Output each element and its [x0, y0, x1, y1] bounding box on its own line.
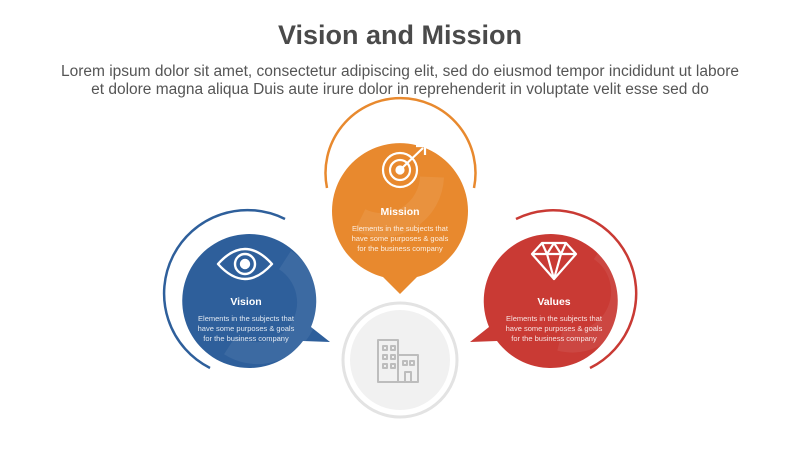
values-label-block: Values Elements in the subjects that hav… — [494, 296, 614, 344]
values-desc-line: have some purposes & goals — [505, 324, 603, 333]
values-desc-line: Elements in the subjects that — [506, 314, 602, 323]
values-title: Values — [537, 296, 571, 308]
eye-icon — [216, 247, 274, 281]
mission-title: Mission — [380, 206, 420, 218]
values-outline-arc — [515, 209, 638, 370]
mission-bubble — [331, 143, 468, 294]
mission-outline-arc — [324, 96, 477, 189]
vision-desc-line: for the business company — [203, 334, 289, 343]
vision-desc-line: have some purposes & goals — [197, 324, 295, 333]
page-subtitle: Lorem ipsum dolor sit amet, consectetur … — [20, 63, 780, 99]
vision-node — [162, 208, 330, 370]
vision-outline-arc — [162, 208, 286, 370]
mission-node — [324, 96, 477, 294]
vision-title: Vision — [230, 296, 262, 308]
building-icon — [377, 339, 419, 383]
subtitle-line: Lorem ipsum dolor sit amet, consectetur … — [60, 63, 740, 80]
page-title: Vision and Mission — [277, 20, 523, 50]
mission-desc-line: have some purposes & goals — [351, 234, 449, 243]
vision-bubble — [182, 234, 330, 369]
target-icon — [381, 144, 427, 189]
values-node — [470, 209, 638, 370]
vision-label-block: Vision Elements in the subjects that hav… — [186, 296, 306, 344]
mission-desc-line: Elements in the subjects that — [352, 224, 448, 233]
mission-label-block: Mission Elements in the subjects that ha… — [340, 206, 460, 254]
values-bubble — [470, 234, 618, 369]
subtitle-line: et dolore magna aliqua Duis aute irure d… — [91, 81, 709, 98]
vision-desc-line: Elements in the subjects that — [198, 314, 294, 323]
center-node — [341, 301, 459, 419]
diamond-icon — [530, 241, 578, 281]
values-desc-line: for the business company — [511, 334, 597, 343]
mission-desc-line: for the business company — [357, 244, 443, 253]
